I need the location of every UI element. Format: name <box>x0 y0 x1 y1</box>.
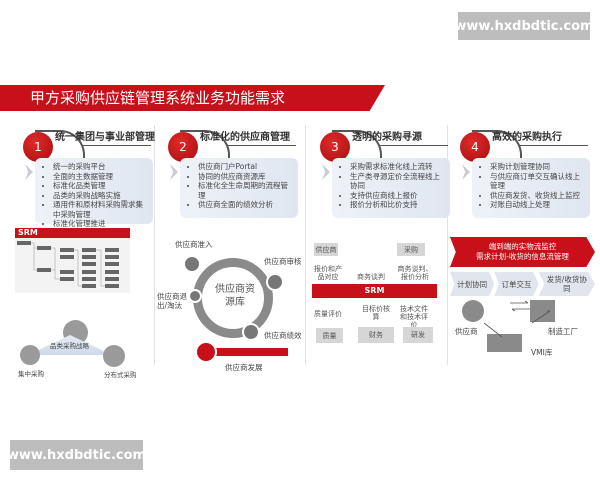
column-heading: 透明的采购寻源 <box>352 132 422 143</box>
factory-icon <box>530 300 555 322</box>
feature-item: 标准化管理推进 <box>53 219 147 229</box>
performance-label: 供应商绩效 <box>264 331 302 340</box>
srm-header: SRM <box>15 228 130 238</box>
flow-banner: 端到端的实物流监控 需求计划-收货的信息流管理 <box>450 237 595 267</box>
divider <box>447 125 448 365</box>
feature-item: 供应商门户Portal <box>198 162 292 172</box>
chevron-icon <box>322 164 330 180</box>
sourcing-label: 质量评价 <box>314 310 342 318</box>
feature-item: 支持供应商线上报价 <box>350 191 444 201</box>
watermark: www.hxdbdtic.com <box>454 12 594 40</box>
factory-label: 制造工厂 <box>548 327 578 336</box>
page-title: 甲方采购供应链管理系统业务功能需求 <box>0 85 385 111</box>
banner-line: 端到端的实物流监控 <box>488 242 557 251</box>
heading-arrow <box>228 145 296 146</box>
watermark: www.hxdbdtic.com <box>7 440 146 470</box>
feature-item: 报价分析和比价支持 <box>350 200 444 210</box>
globe-icon <box>462 300 484 322</box>
sourcing-label: 商务谈判 <box>357 273 385 281</box>
feature-item: 通用件和原材料采购需求集中采购管理 <box>53 200 147 219</box>
feature-box: 供应商门户Portal协同的供应商资源库标准化全生命周期的流程管理供应商全面的绩… <box>180 158 298 218</box>
review-icon <box>266 273 284 291</box>
admission-icon <box>183 255 201 273</box>
sourcing-label: 商务谈判、报价分析 <box>397 265 433 281</box>
sourcing-label: 报价和产品对应 <box>314 265 342 281</box>
warehouse-icon <box>487 334 522 352</box>
feature-item: 供应商全面的绩效分析 <box>198 200 292 210</box>
rnd-box: 研发 <box>403 327 433 343</box>
feature-box: 采购计划管理协同与供应商订单交互确认线上管理供应商发货、收货线上监控对账自动线上… <box>472 158 590 218</box>
exit-label: 供应商退出/淘汰 <box>157 292 187 310</box>
development-label: 供应商发展 <box>225 363 263 372</box>
network-icon <box>103 345 125 367</box>
execution-steps: 计划协同 订单交互 发货/收货协同 <box>450 272 595 296</box>
step-delivery: 发货/收货协同 <box>538 272 595 296</box>
feature-item: 与供应商订单交互确认线上管理 <box>490 172 584 191</box>
finance-box: 财务 <box>358 327 394 343</box>
feature-item: 供应商发货、收货线上监控 <box>490 191 584 201</box>
chevron-icon <box>25 164 33 180</box>
feature-item: 品类的采购战略实施 <box>53 191 147 201</box>
vmi-label: VMI库 <box>531 348 553 357</box>
distributed-procurement-label: 分布式采购 <box>104 371 137 379</box>
flow-arrows <box>483 300 551 338</box>
feature-item: 对账自动线上处理 <box>490 200 584 210</box>
step-plan: 计划协同 <box>450 272 495 296</box>
chevron-icon <box>462 164 470 180</box>
feature-item: 协同的供应商资源库 <box>198 172 292 182</box>
divider <box>305 125 306 365</box>
column-heading: 统一集团与事业部管理 <box>55 132 155 143</box>
feature-item: 标准化全生命周期的流程管理 <box>198 181 292 200</box>
feature-box: 统一的采购平台全面的主数据管理标准化品类管理品类的采购战略实施通用件和原材料采购… <box>35 158 153 228</box>
banner-line: 需求计划-收货的信息流管理 <box>476 252 569 261</box>
feature-item: 采购计划管理协同 <box>490 162 584 172</box>
feature-item: 生产类寻源定价全流程线上协同 <box>350 172 444 191</box>
step-order: 订单交互 <box>494 272 539 296</box>
feature-item: 采购需求标准化线上流转 <box>350 162 444 172</box>
strategy-label: 品类采购战略 <box>50 342 89 350</box>
srm-org-tree <box>15 238 130 293</box>
heading-arrow <box>520 145 588 146</box>
review-label: 供应商审核 <box>264 257 302 266</box>
sourcing-label: 目标价核算 <box>362 305 390 321</box>
sourcing-label: 技术文件和技术评价 <box>400 305 428 329</box>
feature-item: 全面的主数据管理 <box>53 172 147 182</box>
development-bar <box>203 348 288 356</box>
central-procurement-label: 集中采购 <box>18 370 44 378</box>
heading-arrow <box>83 145 151 146</box>
exit-icon <box>188 289 202 303</box>
quality-box: 质量 <box>316 328 343 343</box>
purchasing-box: 采购 <box>397 243 425 256</box>
feature-item: 统一的采购平台 <box>53 162 147 172</box>
feature-item: 标准化品类管理 <box>53 181 147 191</box>
divider <box>154 125 155 365</box>
admission-label: 供应商准入 <box>175 240 213 249</box>
resource-pool-label: 供应商资源库 <box>215 284 255 308</box>
org-tree-diagram <box>17 241 119 288</box>
gear-icon <box>195 341 217 363</box>
heading-arrow <box>380 145 448 146</box>
cart-icon <box>20 345 40 365</box>
column-heading: 标准化的供应商管理 <box>200 132 290 143</box>
feature-box: 采购需求标准化线上流转生产类寻源定价全流程线上协同支持供应商线上报价报价分析和比… <box>332 158 450 218</box>
supplier-label: 供应商 <box>455 327 478 336</box>
performance-icon <box>242 323 260 341</box>
srm-bar: SRM <box>312 284 437 298</box>
chevron-icon <box>170 164 178 180</box>
column-heading: 高效的采购执行 <box>492 132 562 143</box>
supplier-box: 供应商 <box>314 243 338 256</box>
